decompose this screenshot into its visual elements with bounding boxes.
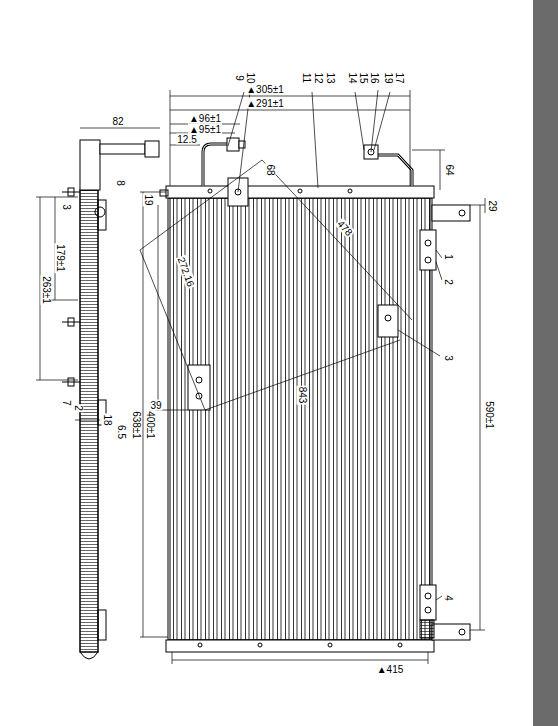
dimension-text: ▲96±1 bbox=[188, 113, 222, 124]
dimension-text: ▲291±1 bbox=[245, 98, 285, 109]
dimension-text: 82 bbox=[111, 116, 124, 127]
dimension-text: 263±1 bbox=[41, 275, 52, 305]
callout-number: 19 bbox=[383, 71, 394, 84]
callout-number: 8 bbox=[115, 179, 126, 187]
dimension-text: 590±1 bbox=[484, 400, 495, 430]
side-bar bbox=[533, 0, 558, 726]
dimension-text: 39 bbox=[149, 400, 162, 411]
dimension-text: 6.5 bbox=[116, 424, 127, 440]
dimension-text: 68 bbox=[265, 163, 276, 176]
callout-number: 17 bbox=[394, 71, 405, 84]
dimension-lines bbox=[36, 90, 485, 664]
callout-number: 3 bbox=[443, 354, 454, 362]
callout-number: 2 bbox=[73, 404, 84, 412]
dimension-text: 843 bbox=[297, 386, 308, 405]
callout-number: 11 bbox=[301, 72, 312, 84]
callout-number: 15 bbox=[358, 71, 369, 84]
dimension-text: ▲305±1 bbox=[245, 84, 285, 95]
callout-number: 12 bbox=[313, 71, 324, 84]
callout-number: 9 bbox=[234, 74, 245, 82]
dimension-text: 179±1 bbox=[55, 243, 66, 273]
dimension-text: ▲95±1 bbox=[188, 124, 222, 135]
construction-lines bbox=[140, 90, 442, 600]
callout-number: 19 bbox=[143, 193, 154, 206]
dimension-text: 638±1 bbox=[131, 410, 142, 440]
dimension-text: 29 bbox=[487, 199, 498, 212]
dimension-text: 400±1 bbox=[145, 410, 156, 440]
callout-number: 1 bbox=[443, 253, 454, 261]
callout-number: 2 bbox=[443, 278, 454, 286]
dimension-text: ▲415 bbox=[376, 664, 405, 675]
callout-number: 13 bbox=[325, 71, 336, 84]
front-view bbox=[160, 138, 470, 652]
dimension-text: 12.5 bbox=[176, 134, 197, 145]
callout-number: 7 bbox=[61, 399, 72, 407]
callout-number: 3 bbox=[61, 203, 72, 211]
side-view bbox=[62, 140, 159, 659]
dimension-text: 18 bbox=[102, 413, 113, 426]
callout-number: 14 bbox=[347, 71, 358, 84]
callout-number: 10 bbox=[245, 71, 256, 84]
callout-number: 4 bbox=[443, 594, 454, 602]
dimension-text: 64 bbox=[444, 163, 455, 176]
callout-number: 16 bbox=[369, 71, 380, 84]
